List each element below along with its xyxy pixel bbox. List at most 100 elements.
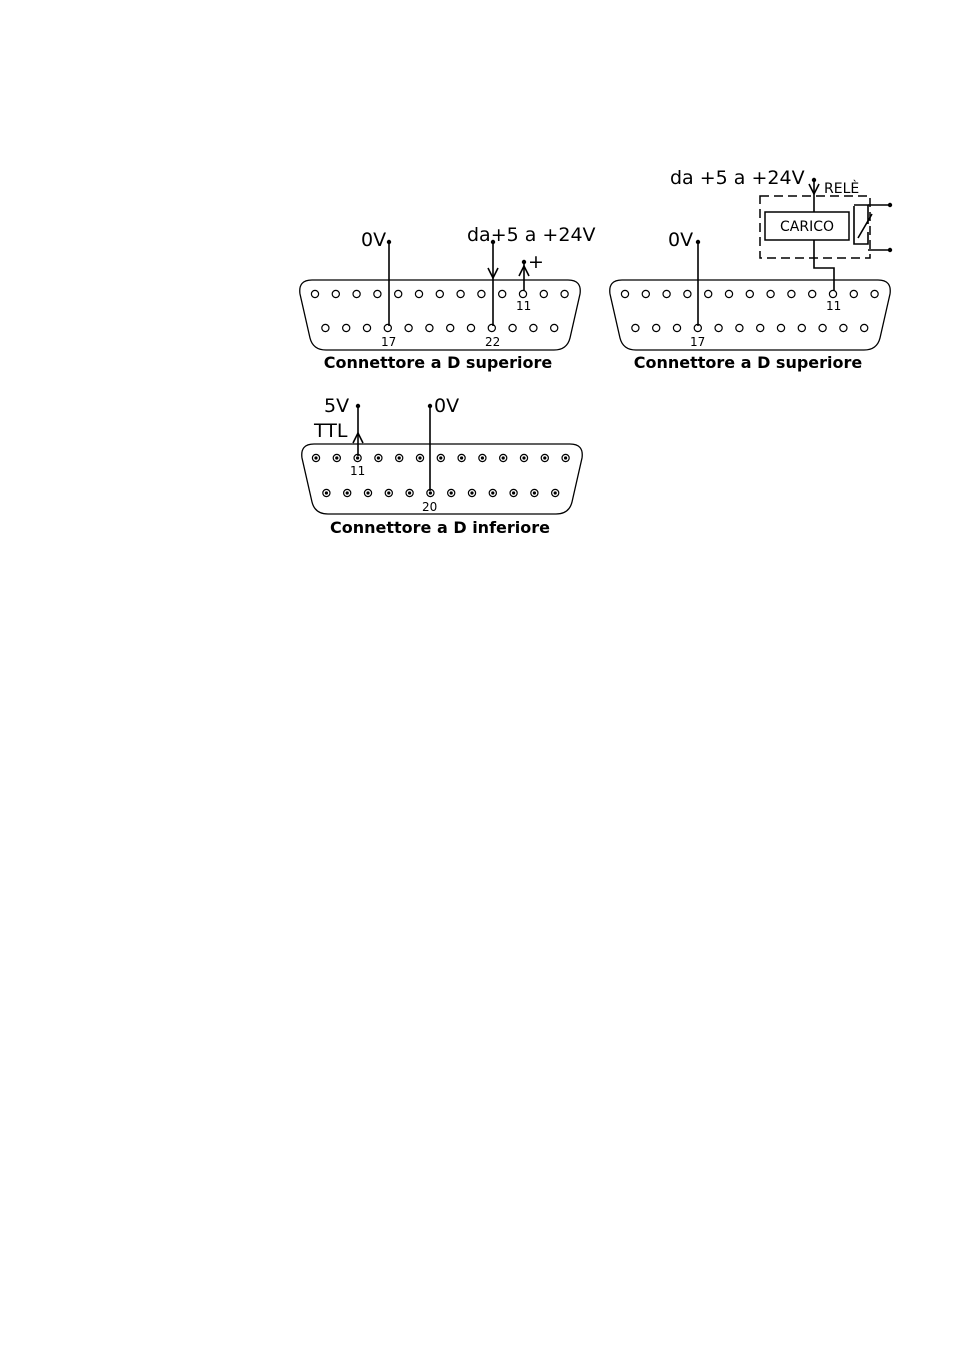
arrow-up-icon	[352, 431, 364, 444]
pin-hole	[745, 289, 755, 299]
pin-hole-core	[418, 456, 422, 460]
terminal-dot	[490, 239, 496, 245]
pin-hole	[662, 289, 671, 299]
arrow-down-icon	[808, 183, 820, 196]
pin-hole	[828, 289, 838, 299]
relay-enclosure	[759, 195, 871, 259]
pin-number-22: 22	[485, 335, 500, 349]
pin-number-11: 11	[350, 464, 365, 478]
pin-hole-core	[522, 456, 526, 460]
terminal-dot	[695, 239, 701, 245]
pin-hole-core	[511, 491, 516, 495]
pin-hole-core	[356, 456, 360, 460]
pin-holes	[311, 453, 570, 498]
pin-hole-core	[449, 491, 453, 495]
pin-hole	[508, 323, 517, 333]
label-0v: 0V	[668, 229, 693, 251]
pin-hole	[321, 323, 330, 333]
pin-hole	[839, 323, 848, 333]
label-0v: 0V	[434, 395, 459, 417]
pin-hole-core	[345, 491, 349, 495]
pin-hole	[631, 323, 640, 333]
pin-hole	[818, 323, 827, 333]
wire-pin-11	[813, 240, 835, 290]
pin-hole-core	[387, 491, 391, 495]
pin-hole-core	[501, 456, 505, 460]
terminal-dot	[355, 403, 361, 409]
terminal-dot	[887, 202, 893, 208]
pin-hole	[456, 289, 465, 299]
pin-hole	[352, 289, 361, 299]
pin-hole	[714, 323, 723, 333]
pin-hole-core	[553, 491, 557, 495]
connector-shell	[299, 279, 581, 351]
pin-hole	[487, 323, 496, 333]
pin-number-20: 20	[422, 500, 437, 514]
connector-shell	[301, 443, 583, 515]
pin-hole-core	[314, 456, 318, 460]
label-supply: da+5 a +24V	[467, 224, 596, 246]
pin-hole	[652, 323, 661, 333]
pin-hole	[797, 323, 807, 333]
pin-hole	[724, 289, 734, 299]
pin-hole-core	[480, 456, 484, 460]
relay-label: RELÈ	[824, 180, 859, 197]
pin-hole-core	[470, 491, 474, 495]
label-5v: 5V	[324, 395, 349, 417]
connector-caption: Connettore a D superiore	[324, 353, 553, 372]
connector-caption: Connettore a D inferiore	[330, 518, 550, 537]
pin-number-11: 11	[516, 299, 531, 313]
pin-hole	[414, 289, 424, 299]
terminal-dot	[811, 177, 817, 183]
pin-hole	[808, 289, 817, 299]
terminal-dot	[521, 259, 527, 265]
pin-holes	[620, 289, 879, 333]
pin-hole	[683, 289, 692, 299]
connector-caption: Connettore a D superiore	[634, 353, 863, 372]
pin-number-17: 17	[690, 335, 705, 349]
pin-hole	[446, 323, 455, 333]
load-label: CARICO	[780, 219, 834, 235]
pin-number-17: 17	[381, 335, 396, 349]
relay-switch	[857, 213, 873, 239]
connector-lower: 5V TTL 0V 11 20 Connettore a D inferiore	[301, 395, 583, 537]
label-plus: +	[528, 251, 544, 273]
pin-hole	[466, 323, 476, 333]
pin-hole	[704, 289, 713, 299]
pin-hole	[342, 323, 351, 333]
pin-hole	[776, 323, 786, 333]
pin-hole	[787, 289, 796, 299]
pin-hole-core	[543, 456, 547, 460]
pin-hole	[310, 289, 320, 299]
pin-hole	[766, 289, 775, 299]
terminal-dot	[386, 239, 392, 245]
pin-hole-core	[460, 456, 464, 460]
pin-hole-core	[491, 491, 495, 495]
pin-hole-core	[428, 491, 432, 495]
arrow-up-icon	[518, 264, 530, 277]
pin-hole	[641, 289, 651, 299]
pin-holes	[310, 289, 569, 333]
pin-number-11: 11	[826, 299, 841, 313]
pin-hole	[849, 289, 859, 299]
pin-hole-core	[397, 456, 401, 460]
pin-hole	[735, 323, 744, 333]
pin-hole-core	[335, 456, 339, 460]
terminal-dot	[887, 247, 893, 253]
pin-hole-core	[366, 491, 370, 495]
pin-hole	[756, 323, 765, 333]
pin-hole	[672, 323, 682, 333]
pin-hole-core	[564, 456, 568, 460]
pin-hole	[860, 323, 869, 333]
pin-hole	[331, 289, 340, 299]
pin-hole	[435, 289, 444, 299]
pin-hole	[529, 323, 538, 333]
connector-upper-right: CARICO RELÈ 0V da +5 a +24V 11 17 Connet…	[609, 167, 893, 372]
pin-hole	[383, 323, 392, 333]
connector-shell	[609, 279, 891, 351]
pin-hole	[498, 289, 507, 299]
pin-hole-core	[439, 456, 443, 460]
arrow-down-icon	[487, 267, 499, 280]
pin-hole-core	[324, 491, 328, 495]
pin-hole	[477, 289, 486, 299]
